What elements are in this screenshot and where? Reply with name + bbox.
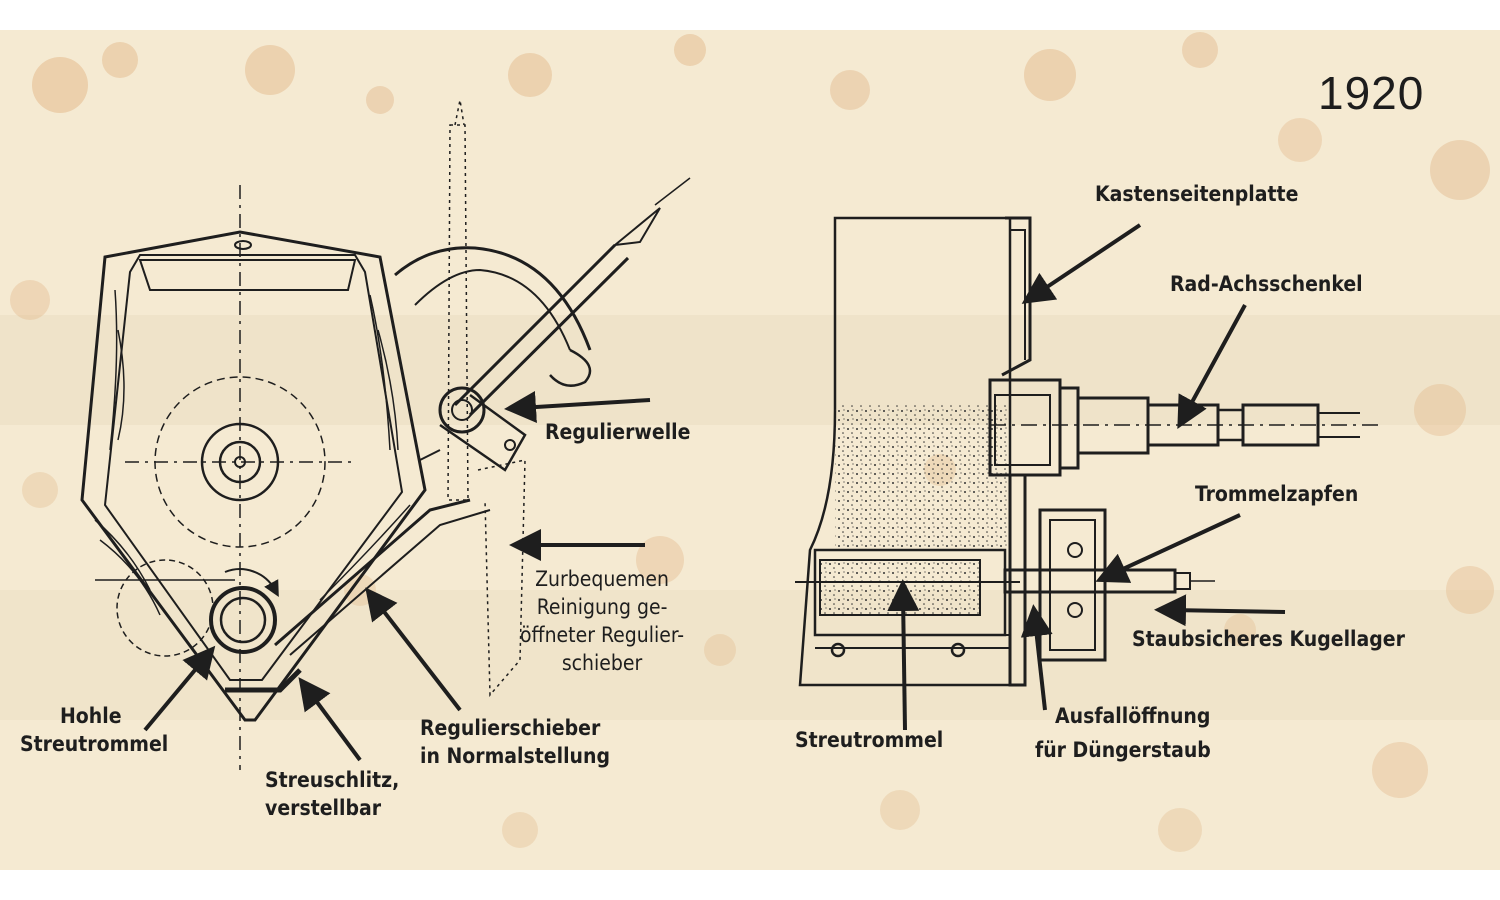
label-ausfalloeffnung: Ausfallöffnung <box>1055 702 1210 730</box>
label-ausfalloeffnung-line1: Ausfallöffnung <box>1055 704 1211 728</box>
label-streutrommel-right: Streutrommel <box>795 728 944 752</box>
label-regulierschieber: Regulierschieber in Normalstellung <box>420 714 610 770</box>
label-regulierschieber-line1: Regulierschieber <box>420 716 601 740</box>
label-reinigung-line2: Reinigung ge- <box>536 595 668 619</box>
label-staubsicheres-kugellager: Staubsicheres Kugellager <box>1132 627 1405 651</box>
label-regulierschieber-line2: in Normalstellung <box>420 744 610 768</box>
label-kastenseitenplatte: Kastenseitenplatte <box>1095 182 1299 206</box>
label-ausfalloeffnung-line2: für Düngerstaub <box>1035 738 1211 762</box>
label-regulierwelle: Regulierwelle <box>545 420 691 444</box>
year-label: 1920 <box>1318 67 1425 119</box>
technical-drawing <box>0 32 1500 852</box>
label-hohle-streutrommel: Hohle Streutrommel <box>20 702 168 758</box>
label-streuschlitz-line1: Streuschlitz, <box>265 768 400 792</box>
label-hohle-line2: Streutrommel <box>20 732 169 756</box>
label-reinigung: Zurbequemen Reinigung ge- öffneter Regul… <box>520 565 684 677</box>
label-streuschlitz: Streuschlitz, verstellbar <box>265 766 399 822</box>
label-hohle-line1: Hohle <box>60 704 122 728</box>
label-reinigung-line4: schieber <box>561 651 643 675</box>
leader-arrows <box>143 223 1286 762</box>
paper-texture <box>0 32 1500 852</box>
label-trommelzapfen: Trommelzapfen <box>1195 482 1359 506</box>
label-reinigung-line1: Zurbequemen <box>535 567 670 591</box>
label-ausfalloeffnung-line2-wrap: für Düngerstaub <box>1035 736 1211 764</box>
label-reinigung-line3: öffneter Regulier- <box>520 623 685 647</box>
drawing-sheet: 1920 Kastenseitenplatte Rad-Achsschenkel… <box>0 30 1500 870</box>
label-rad-achsschenkel: Rad-Achsschenkel <box>1170 272 1363 296</box>
hopper-section <box>80 99 691 770</box>
label-streuschlitz-line2: verstellbar <box>265 796 382 820</box>
